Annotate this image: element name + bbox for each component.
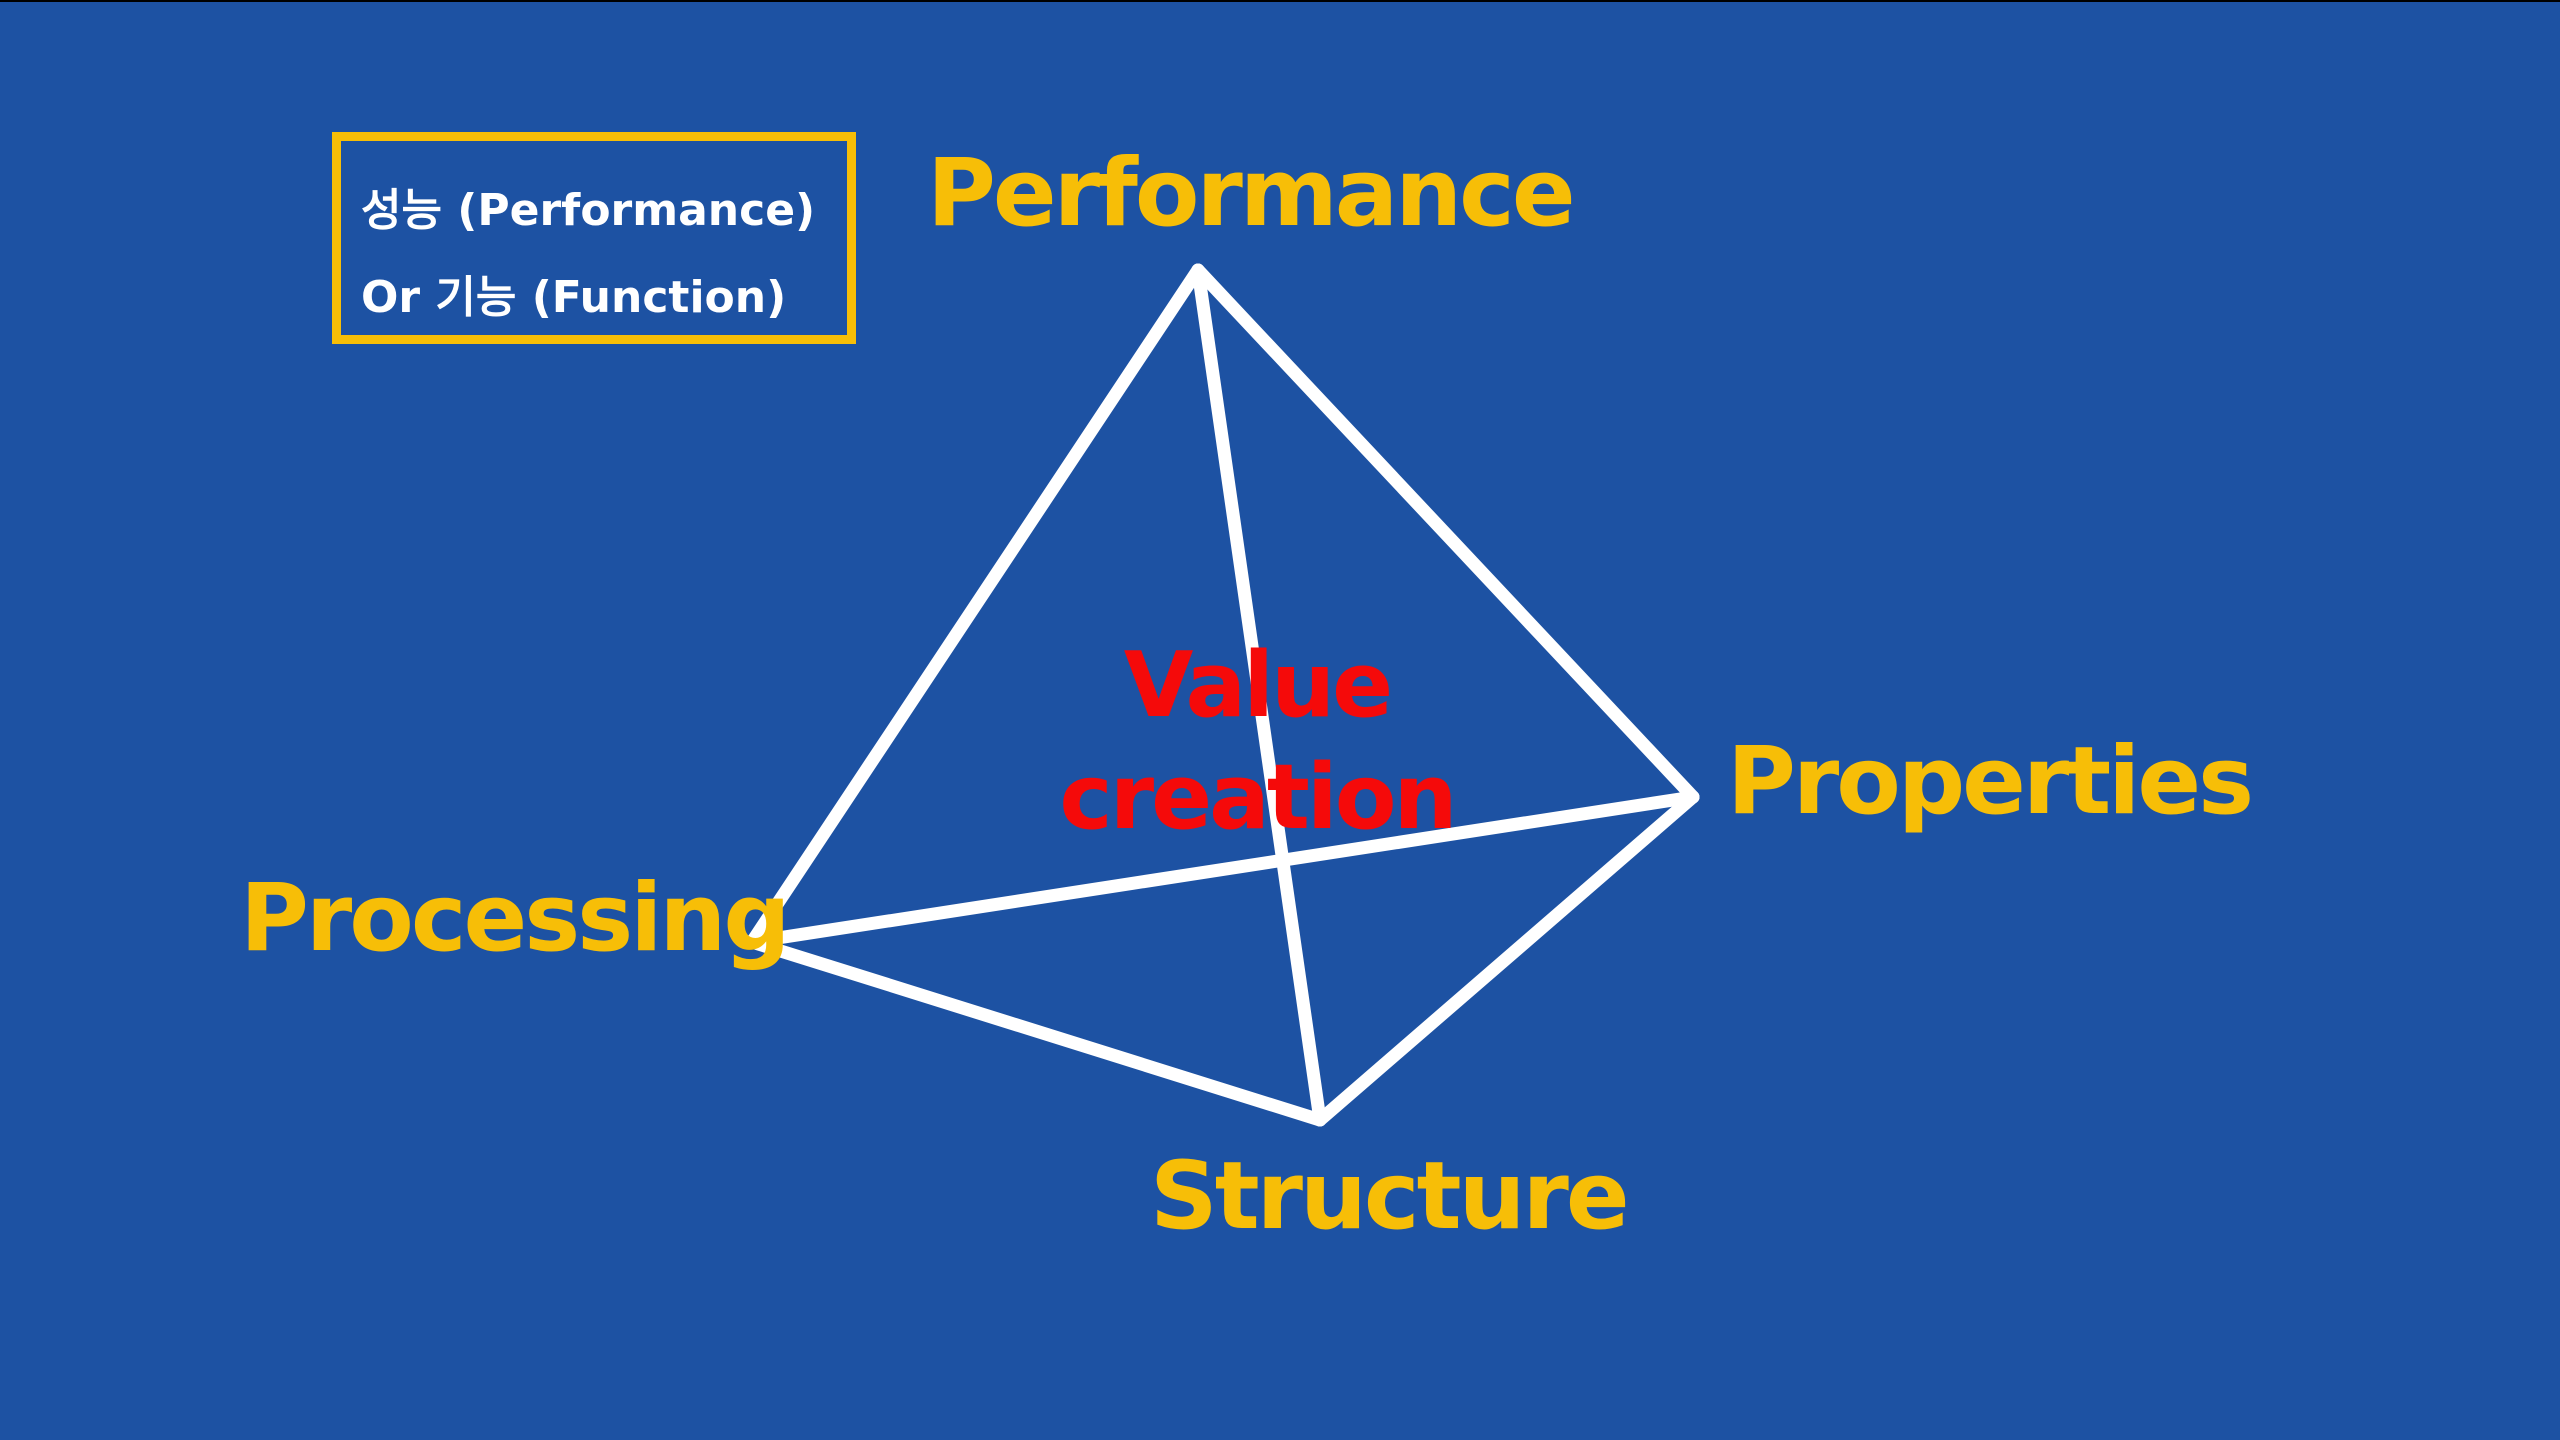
definition-line-performance: 성능 (Performance)	[361, 185, 816, 236]
vertex-label-processing: Processing	[240, 864, 791, 973]
edge-left-bottom	[745, 935, 1327, 1127]
edge-top-bottom	[1191, 263, 1327, 1127]
definition-box: 성능 (Performance) Or 기능 (Function)	[332, 132, 856, 344]
edge-top-right	[1191, 263, 1700, 804]
edge-left-right	[745, 790, 1700, 949]
definition-line-function: Or 기능 (Function)	[361, 272, 787, 323]
vertex-label-performance: Performance	[927, 139, 1576, 248]
edge-top-left	[745, 263, 1205, 949]
center-label: Value creation	[1057, 630, 1457, 854]
edge-right-bottom	[1313, 790, 1700, 1127]
vertex-label-properties: Properties	[1727, 727, 2254, 836]
center-label-line1: Value	[1123, 633, 1393, 738]
center-label-line2: creation	[1059, 745, 1457, 850]
vertex-label-structure: Structure	[1150, 1142, 1630, 1251]
